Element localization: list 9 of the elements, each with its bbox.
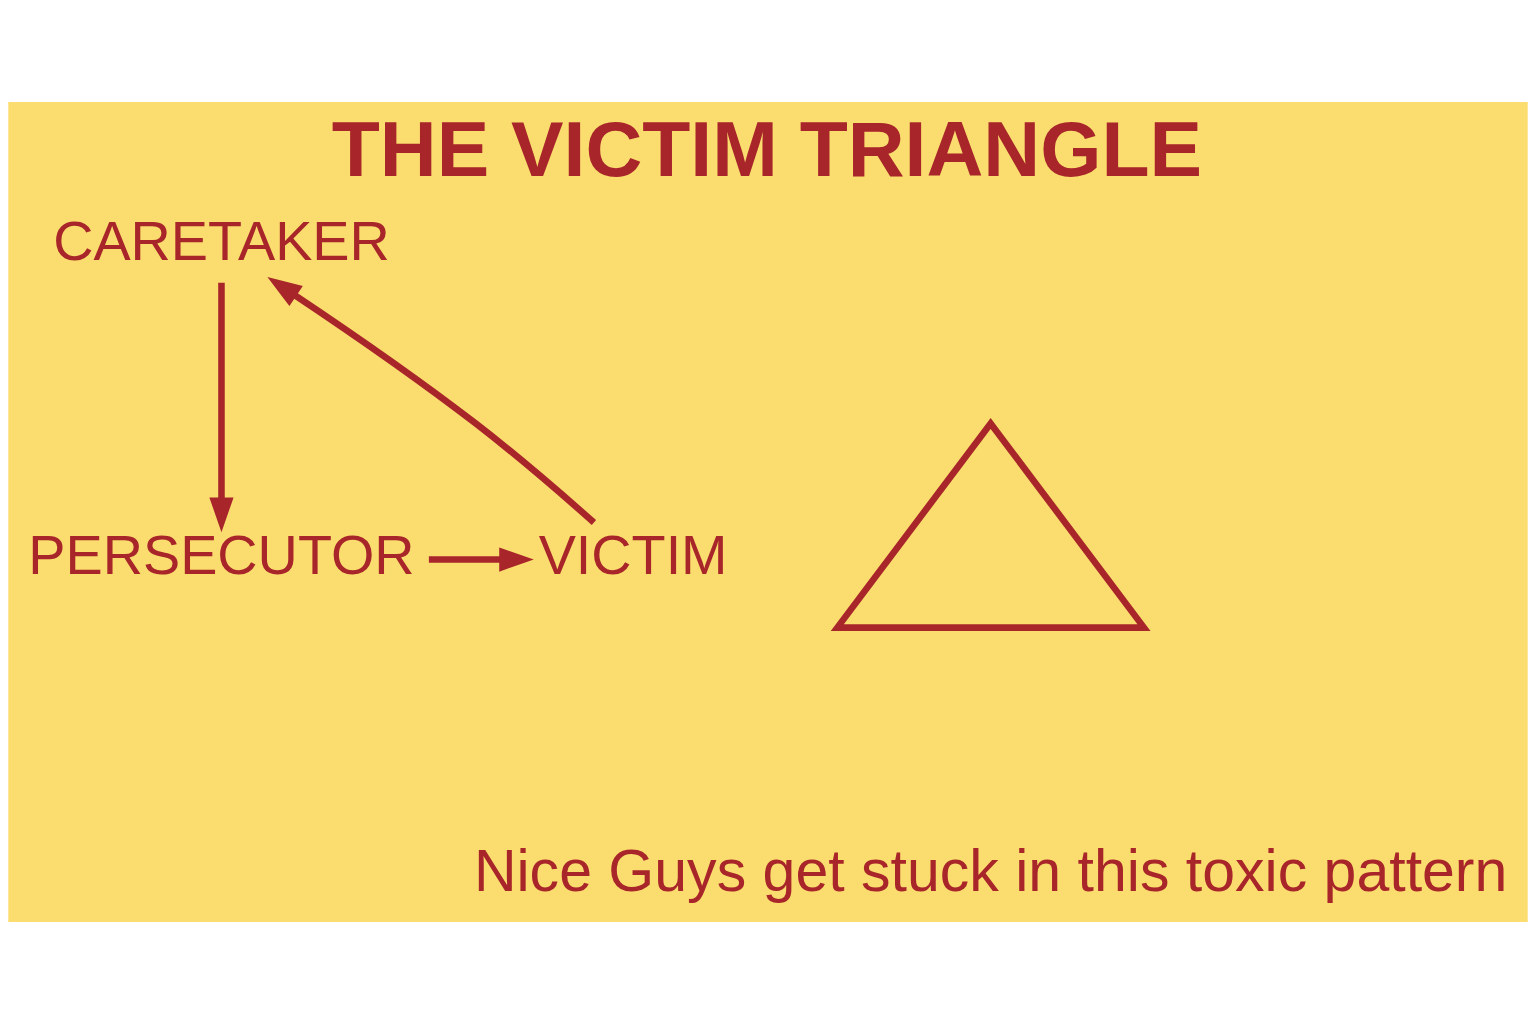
caption: Nice Guys get stuck in this toxic pattern [473, 837, 1508, 904]
arrow [209, 282, 234, 533]
node-triangle [830, 417, 1151, 631]
arrow [428, 547, 534, 572]
arrow [267, 276, 597, 525]
diagram-title: THE VICTIM TRIANGLE [331, 105, 1203, 194]
node-text: CARETAKER [53, 209, 390, 272]
node-text: VICTIM [538, 523, 728, 586]
node-text: PERSECUTOR [28, 523, 415, 586]
